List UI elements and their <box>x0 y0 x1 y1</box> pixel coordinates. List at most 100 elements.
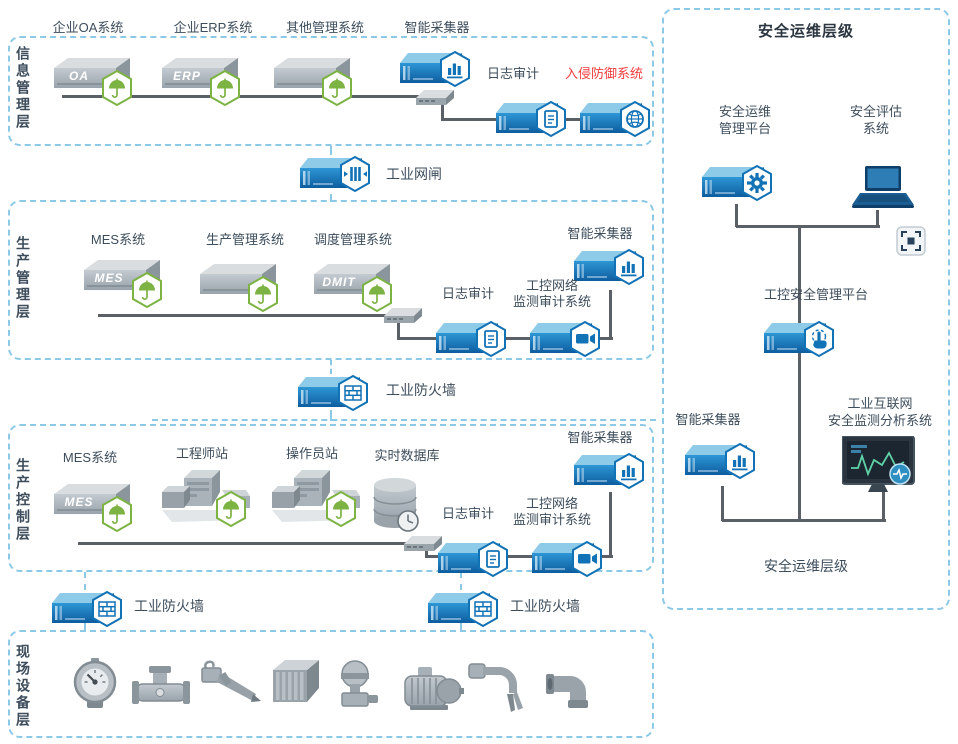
engineer-station-label: 工程师站 <box>175 446 228 461</box>
monitor-system-label-line2: 安全监测分析系统 <box>827 413 932 428</box>
bus-line <box>62 95 444 98</box>
transmitter-icon <box>334 660 380 715</box>
collector-label: 智能采集器 <box>675 412 741 427</box>
erp-system-label: 企业ERP系统 <box>173 20 253 35</box>
operator-station-label: 操作员站 <box>285 446 338 461</box>
assessment-system-label-line1: 安全评估 <box>849 104 902 119</box>
connector-dashed <box>460 572 462 590</box>
mes-server-text: MES <box>94 271 124 285</box>
dispatch-system-label: 调度管理系统 <box>313 232 392 247</box>
heater-block-icon <box>267 658 325 711</box>
production-system-label: 生产管理系统 <box>205 232 284 247</box>
sensor-probe-icon <box>200 660 262 715</box>
ops-panel-bottom-label: 安全运维层级 <box>764 558 848 574</box>
bus-line <box>98 314 398 317</box>
ics-audit-label-line1: 工控网络 <box>525 278 578 293</box>
ics-audit-label-line2: 监测审计系统 <box>512 294 591 309</box>
industrial-gateway-label: 工业网闸 <box>386 166 442 182</box>
umbrella-shield-icon <box>132 272 162 308</box>
ops-platform-label-line1: 安全运维 <box>718 104 771 119</box>
mes-server-icon: MES <box>82 258 166 315</box>
log-audit-appliance-icon <box>434 318 508 365</box>
laptop-icon <box>850 166 914 217</box>
production-control-layer-box <box>8 424 654 572</box>
production-system-server-icon <box>198 262 282 319</box>
flow-valve-icon <box>132 662 190 713</box>
bus-line <box>735 204 738 227</box>
erp-server-text: ERP <box>173 69 201 83</box>
connector-dashed <box>152 419 656 421</box>
industrial-firewall-label: 工业防火墙 <box>386 382 456 398</box>
ics-audit-label-line2: 监测审计系统 <box>512 512 591 527</box>
bus-line <box>736 225 880 228</box>
bus-line <box>609 492 612 558</box>
umbrella-shield-icon <box>326 491 356 527</box>
bus-line <box>798 225 801 522</box>
dispatch-system-server-icon: DMIT <box>312 262 396 319</box>
security-monitor-screen-icon <box>842 436 920 499</box>
connector-dashed <box>330 194 332 202</box>
connector-dashed <box>330 360 332 374</box>
assessment-system-label-line2: 系统 <box>862 121 889 136</box>
ops-panel-title: 安全运维层级 <box>757 23 854 40</box>
collector-label: 智能采集器 <box>567 226 633 241</box>
connector-dashed <box>330 146 332 155</box>
log-audit-label: 日志审计 <box>441 506 494 521</box>
ops-platform-label-line2: 管理平台 <box>718 121 771 136</box>
pipe-elbow-icon <box>544 660 602 713</box>
mes-system-label: MES系统 <box>62 450 118 465</box>
ics-security-platform-appliance-icon <box>762 318 836 365</box>
oa-server-icon: OA <box>52 56 136 113</box>
log-audit-appliance-icon <box>436 538 510 585</box>
umbrella-shield-icon <box>322 70 352 106</box>
gear-icon <box>747 173 767 193</box>
info-management-layer-box <box>8 36 654 146</box>
erp-server-icon: ERP <box>160 56 244 113</box>
ips-label: 入侵防御系统 <box>564 66 643 81</box>
collector-label: 智能采集器 <box>404 20 470 35</box>
umbrella-shield-icon <box>102 496 132 532</box>
field-device-layer-box <box>8 630 654 738</box>
industrial-firewall-label: 工业防火墙 <box>134 598 204 614</box>
bus-line <box>609 290 612 340</box>
log-audit-label: 日志审计 <box>486 66 539 81</box>
mes-system-label: MES系统 <box>90 232 146 247</box>
industrial-firewall-appliance-icon <box>426 588 500 635</box>
info-layer-side-label: 信息管理层 <box>15 46 31 131</box>
bus-line <box>78 542 412 545</box>
connector-dashed <box>84 623 86 632</box>
log-audit-appliance-icon <box>494 98 568 145</box>
other-system-label: 其他管理系统 <box>285 20 364 35</box>
umbrella-shield-icon <box>248 276 278 312</box>
operator-station-icon <box>272 468 364 535</box>
mes-server-icon: MES <box>52 482 136 539</box>
prod-mgmt-layer-side-label: 生产管理层 <box>15 236 31 321</box>
bus-line <box>882 492 885 521</box>
umbrella-shield-icon <box>210 70 240 106</box>
oa-system-label: 企业OA系统 <box>52 20 124 35</box>
ics-audit-appliance-icon <box>530 538 604 585</box>
umbrella-shield-icon <box>216 491 246 527</box>
ics-audit-appliance-icon <box>528 318 602 365</box>
realtime-database-label: 实时数据库 <box>374 448 440 463</box>
ops-platform-appliance-icon <box>700 162 774 209</box>
field-layer-side-label: 现场设备层 <box>15 644 31 729</box>
connector-dashed <box>460 623 462 632</box>
motor-icon <box>402 662 464 717</box>
collector-label: 智能采集器 <box>567 430 633 445</box>
clamp-tool-icon <box>467 660 523 717</box>
connector-dashed <box>84 572 86 590</box>
bus-line <box>876 210 879 227</box>
ics-security-platform-label: 工控安全管理平台 <box>763 287 868 302</box>
bus-line <box>441 95 444 121</box>
bus-line <box>425 555 613 558</box>
industrial-firewall-appliance-icon <box>296 372 370 419</box>
industrial-gateway-appliance-icon <box>298 153 372 200</box>
smart-collector-appliance-icon <box>572 450 646 497</box>
umbrella-shield-icon <box>102 70 132 106</box>
pressure-gauge-icon <box>67 658 123 717</box>
prod-ctrl-layer-side-label: 生产控制层 <box>15 458 31 543</box>
mes-server-text: MES <box>64 495 94 509</box>
smart-collector-appliance-icon <box>683 440 757 487</box>
